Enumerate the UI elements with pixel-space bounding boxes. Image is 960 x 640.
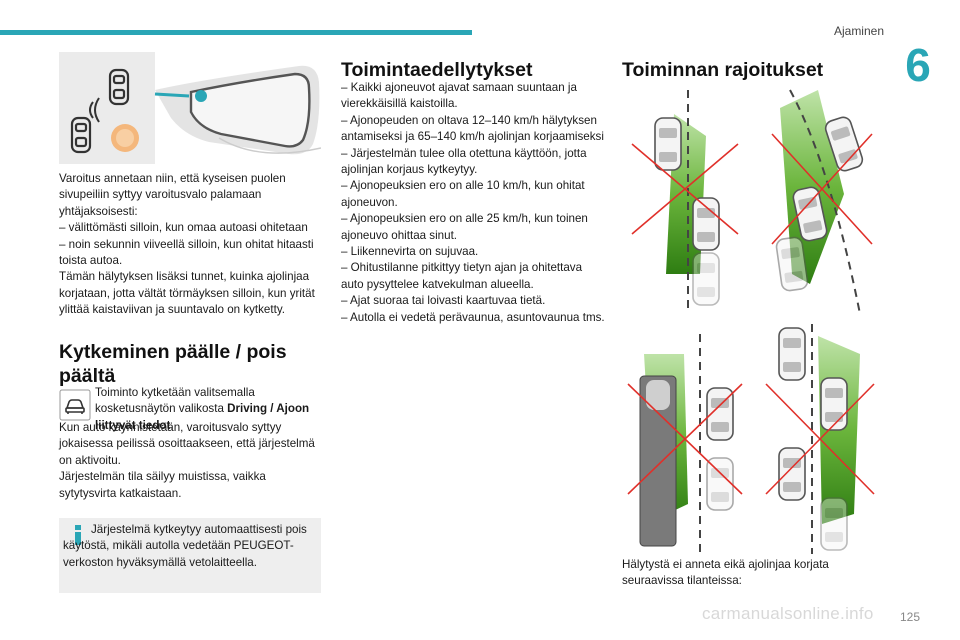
scenario-2 — [771, 89, 873, 315]
limitations-intro: Hälytystä ei anneta eikä ajolinjaa korja… — [622, 558, 829, 588]
activation-instructions: Toiminto kytketään valitsemalla kosketus… — [59, 385, 324, 434]
limitation-scenarios-illustration — [627, 89, 875, 554]
scenario-1 — [631, 90, 739, 314]
info-note-text: Järjestelmä kytkeytyy automaattisesti po… — [63, 523, 307, 569]
watermark: carmanualsonline.info — [702, 604, 874, 623]
section-heading-limitations: Toiminnan rajoitukset — [622, 59, 824, 81]
instruction-text: Toiminto kytketään valitsemalla kosketus… — [95, 386, 255, 416]
blind-spot-mirror-illustration — [59, 52, 321, 164]
car-menu-icon — [59, 389, 91, 421]
section-title: Ajaminen — [833, 24, 884, 38]
scenario-3 — [627, 334, 743, 554]
vehicle-bottom-icon — [70, 116, 92, 154]
activation-description: Kun auto käynnistetään, varoitusvalo syt… — [59, 421, 315, 500]
section-heading-activation: Kytkeminen päälle / pois päältä — [59, 341, 287, 387]
chapter-number: 6 — [905, 39, 931, 91]
info-icon — [75, 525, 81, 545]
vehicle-top-icon — [108, 68, 130, 106]
conditions-list: – Kaikki ajoneuvot ajavat samaan suuntaa… — [341, 81, 605, 324]
page-number: 125 — [900, 610, 921, 624]
section-heading-conditions: Toimintaedellytykset — [341, 59, 533, 81]
warning-description: Varoitus annetaan niin, että kyseisen pu… — [59, 172, 315, 317]
instruction-suffix: . — [170, 418, 174, 432]
scenario-4 — [765, 324, 875, 554]
info-note: Järjestelmä kytkeytyy automaattisesti po… — [59, 518, 321, 593]
header-accent-bar — [0, 30, 472, 35]
menu-path: Driving / Ajoon liittyvät tiedot — [95, 402, 310, 432]
